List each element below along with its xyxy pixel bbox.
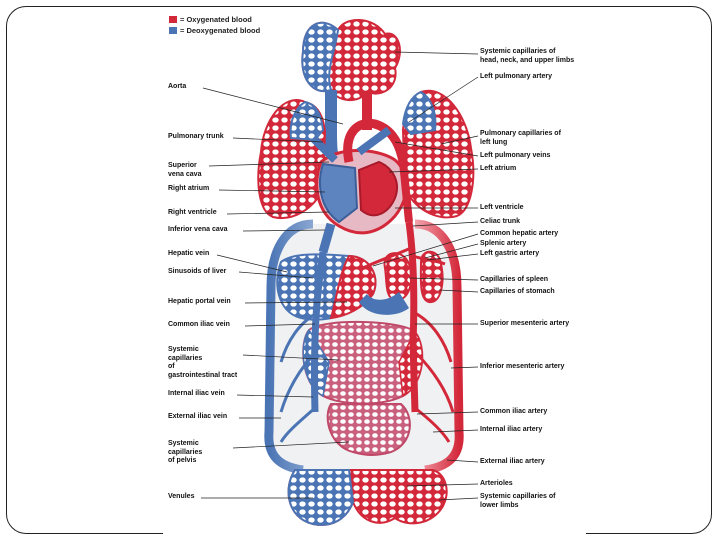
circulatory-diagram: = Oxygenated blood = Deoxygenated blood … <box>163 12 586 534</box>
legend-swatch-red <box>169 16 177 23</box>
label-leader-lines <box>201 51 479 501</box>
label-celiac-trunk: Celiac trunk <box>480 218 521 225</box>
label-pulmonary-trunk: Pulmonary trunk <box>168 133 224 140</box>
legend-label: = Oxygenated blood <box>180 15 252 24</box>
label-inferior-vena-cava: Inferior vena cava <box>168 226 228 233</box>
label-hepatic-portal-vein: Hepatic portal vein <box>168 298 231 305</box>
label-splenic-artery: Splenic artery <box>480 240 527 247</box>
legend-label: = Deoxygenated blood <box>180 26 261 35</box>
label-aorta: Aorta <box>168 83 187 90</box>
label-internal-iliac-vein: Internal iliac vein <box>168 390 225 397</box>
label-left-pulmonary-veins: Left pulmonary veins <box>480 152 551 159</box>
label-common-iliac-vein: Common iliac vein <box>168 321 230 328</box>
label-lower-limb-capillaries: Systemic capillaries of lower limbs <box>480 493 556 509</box>
label-left-atrium: Left atrium <box>480 165 517 172</box>
label-external-iliac-artery: External iliac artery <box>480 458 545 465</box>
circulation-artwork <box>257 18 475 526</box>
label-right-atrium: Right atrium <box>168 185 210 192</box>
label-left-lung-capillaries: Pulmonary capillaries of left lung <box>480 130 561 146</box>
label-external-iliac-vein: External iliac vein <box>168 413 228 420</box>
label-left-gastric-artery: Left gastric artery <box>480 250 540 257</box>
label-left-pulmonary-artery: Left pulmonary artery <box>480 73 552 80</box>
label-head-capillaries: Systemic capillaries of head, neck, and … <box>480 48 575 64</box>
label-common-iliac-artery: Common iliac artery <box>480 408 548 415</box>
label-right-ventricle: Right ventricle <box>168 209 217 216</box>
label-inferior-mesenteric-artery: Inferior mesenteric artery <box>480 363 565 370</box>
legend-swatch-blue <box>169 27 177 34</box>
label-arterioles: Arterioles <box>480 480 513 487</box>
label-superior-mesenteric-artery: Superior mesenteric artery <box>480 320 570 327</box>
label-venules: Venules <box>168 493 195 500</box>
label-left-ventricle: Left ventricle <box>480 204 524 211</box>
label-common-hepatic-artery: Common hepatic artery <box>480 230 559 237</box>
label-pelvis-capillaries: Systemic capillaries of pelvis <box>168 440 203 464</box>
label-stomach-capillaries: Capillaries of stomach <box>480 288 555 295</box>
label-spleen-capillaries: Capillaries of spleen <box>480 276 549 283</box>
legend-item-deoxygenated: = Deoxygenated blood <box>169 25 260 36</box>
label-sinusoids-of-liver: Sinusoids of liver <box>168 268 227 275</box>
label-gi-capillaries: Systemic capillaries of gastrointestinal… <box>168 346 238 379</box>
label-superior-vena-cava: Superior vena cava <box>168 162 202 178</box>
label-internal-iliac-artery: Internal iliac artery <box>480 426 543 433</box>
legend-item-oxygenated: = Oxygenated blood <box>169 14 260 25</box>
legend: = Oxygenated blood = Deoxygenated blood <box>169 14 260 36</box>
label-hepatic-vein: Hepatic vein <box>168 250 210 257</box>
